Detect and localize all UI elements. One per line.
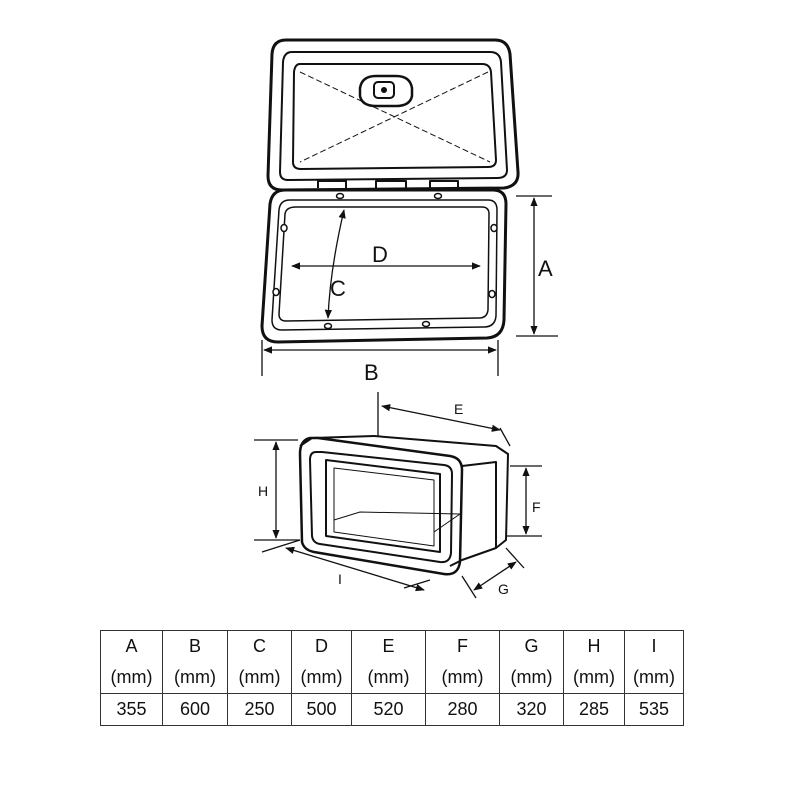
hatch-top-view [260, 38, 520, 344]
table-value-cell: 250 [227, 693, 292, 726]
label-a: A [538, 256, 553, 281]
table-unit-cell: (mm) [563, 662, 625, 694]
table-value-cell: 600 [162, 693, 228, 726]
dimension-i-line [285, 546, 425, 592]
table-value-cell: 280 [425, 693, 500, 726]
table-unit-cell: (mm) [499, 662, 564, 694]
table-value-cell: 500 [291, 693, 352, 726]
dimension-g-line [473, 561, 517, 591]
label-h: H [258, 483, 268, 499]
table-unit-cell: (mm) [162, 662, 228, 694]
label-f: F [532, 499, 541, 515]
label-i: I [338, 571, 342, 587]
table-unit-cell: (mm) [100, 662, 163, 694]
label-c: C [330, 276, 346, 301]
table-header-cell: A [100, 630, 163, 662]
table-header-cell: H [563, 630, 625, 662]
table-unit-cell: (mm) [291, 662, 352, 694]
table-unit-cell: (mm) [351, 662, 426, 694]
hatch-hinges [317, 180, 459, 188]
table-header-cell: F [425, 630, 500, 662]
table-header-cell: D [291, 630, 352, 662]
label-d: D [372, 242, 388, 267]
trim-box-side-view [298, 435, 509, 576]
label-b: B [364, 360, 379, 385]
table-value-cell: 520 [351, 693, 426, 726]
table-value-cell: 285 [563, 693, 625, 726]
hatch-lid [266, 38, 520, 192]
table-header-row: A B C D E F G H I [100, 630, 684, 662]
hatch-frame [260, 188, 508, 344]
dimension-table: A B C D E F G H I (mm) (mm) (mm) (mm) (m… [100, 630, 684, 726]
table-value-cell: 535 [624, 693, 684, 726]
table-header-cell: G [499, 630, 564, 662]
table-unit-cell: (mm) [624, 662, 684, 694]
table-header-cell: I [624, 630, 684, 662]
table-value-cell: 320 [499, 693, 564, 726]
table-value-cell: 355 [100, 693, 163, 726]
dimension-lines-side [254, 392, 542, 599]
table-unit-cell: (mm) [425, 662, 500, 694]
label-g: G [498, 581, 509, 597]
label-e: E [454, 401, 463, 417]
table-header-cell: C [227, 630, 292, 662]
table-unit-cell: (mm) [227, 662, 292, 694]
table-header-cell: E [351, 630, 426, 662]
hatch-dimension-drawing: D C A B E H F I G [254, 38, 558, 599]
dimension-lines-top [261, 195, 558, 376]
dimension-c-line [324, 209, 346, 319]
lock-icon [358, 74, 414, 108]
table-header-cell: B [162, 630, 228, 662]
table-unit-row: (mm) (mm) (mm) (mm) (mm) (mm) (mm) (mm) … [100, 662, 684, 694]
dimension-e-line [381, 404, 501, 432]
table-value-row: 355 600 250 500 520 280 320 285 535 [100, 693, 684, 726]
